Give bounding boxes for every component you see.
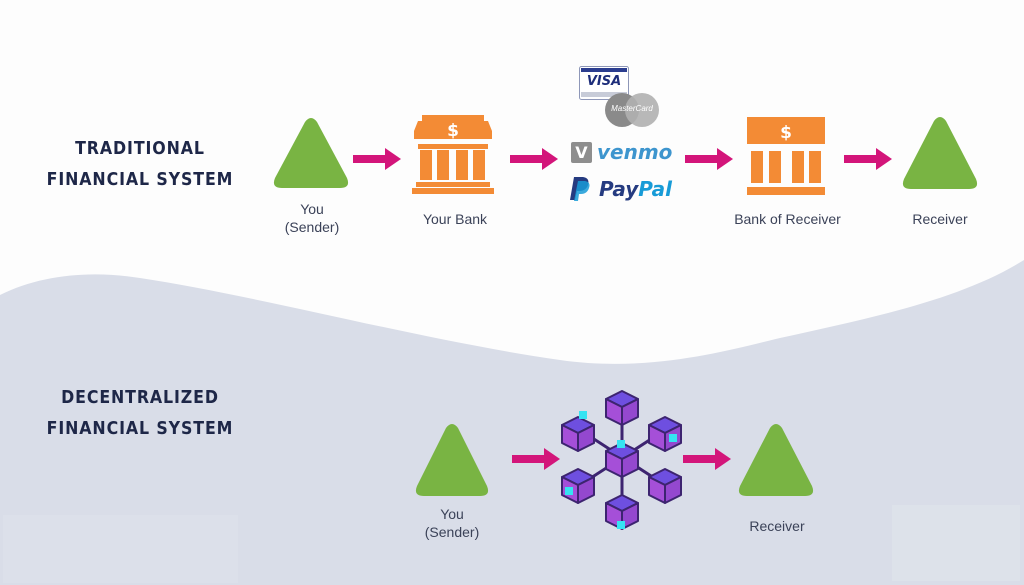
node-dot <box>565 487 573 495</box>
faded-panel-left <box>3 515 238 583</box>
arrow-right-icon <box>510 148 558 170</box>
cube-lower-right <box>648 468 682 504</box>
your-bank-label: Your Bank <box>422 211 488 227</box>
payment-processors-group: VISA MasterCard V venmo PayPal <box>565 62 685 207</box>
svg-text:$: $ <box>780 123 792 143</box>
cube-center <box>605 442 639 478</box>
node-dot <box>617 440 625 448</box>
venmo-logo-text: venmo <box>597 140 673 164</box>
node-dot <box>579 411 587 419</box>
sender-label: You (Sender) <box>262 200 362 236</box>
arrow-right-icon <box>685 148 733 170</box>
cube-top <box>605 390 639 426</box>
visa-text: VISA <box>586 74 622 89</box>
decentralized-sender-label-line2: (Sender) <box>424 524 480 540</box>
receiver-triangle-icon <box>902 117 978 189</box>
sender-triangle-icon <box>273 118 349 188</box>
receiver-label: Receiver <box>912 211 968 227</box>
node-dot <box>617 521 625 529</box>
paypal-logo-text: PayPal <box>599 177 672 201</box>
traditional-title-line1: TRADITIONAL <box>75 138 205 159</box>
cube-lower-left <box>561 468 595 504</box>
sender-label-line1: You <box>300 201 324 217</box>
your-bank-icon: $ <box>412 115 494 194</box>
faded-panel-right <box>892 505 1020 581</box>
arrow-right-icon <box>353 148 401 170</box>
blockchain-network-icon <box>561 390 682 530</box>
venmo-badge-icon: V <box>571 142 592 163</box>
visa-logo-icon <box>579 66 629 100</box>
decentralized-receiver-label: Receiver <box>749 518 805 534</box>
bank-of-receiver-label: Bank of Receiver <box>734 211 841 227</box>
arrow-right-icon <box>512 448 560 470</box>
decentralized-receiver-triangle-icon <box>738 424 814 496</box>
mastercard-text: MasterCard <box>611 104 653 113</box>
paypal-badge-icon <box>570 177 590 201</box>
node-dot <box>669 434 677 442</box>
cube-upper-left <box>561 416 595 452</box>
arrow-right-icon <box>683 448 731 470</box>
mastercard-logo-icon <box>605 93 659 127</box>
decentralized-sender-label-line1: You <box>440 506 464 522</box>
sender-label-line2: (Sender) <box>284 219 340 235</box>
traditional-section-title: TRADITIONAL FINANCIAL SYSTEM <box>34 133 245 195</box>
decentralized-sender-label: You (Sender) <box>402 505 502 541</box>
paypal-pay: Pay <box>599 177 639 201</box>
decentralized-sender-triangle-icon <box>415 424 489 496</box>
paypal-pal: Pal <box>638 177 673 201</box>
arrow-right-icon <box>844 148 892 170</box>
receiver-bank-icon: $ <box>747 117 825 195</box>
decentralized-title-line2: FINANCIAL SYSTEM <box>46 418 234 439</box>
svg-text:$: $ <box>447 121 459 141</box>
decentralized-section-title: DECENTRALIZED FINANCIAL SYSTEM <box>34 382 245 444</box>
traditional-title-line2: FINANCIAL SYSTEM <box>46 169 234 190</box>
decentralized-title-line1: DECENTRALIZED <box>61 387 219 408</box>
